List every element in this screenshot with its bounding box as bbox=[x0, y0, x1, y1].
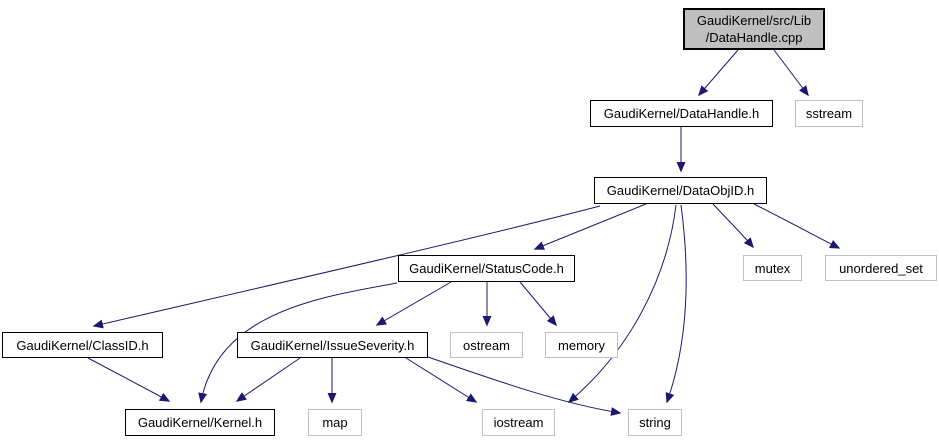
node-datahandle-cpp-line1: GaudiKernel/src/Lib bbox=[696, 13, 812, 28]
edge-issueseverity-iostream bbox=[405, 357, 478, 403]
edge-dataobjid-statuscode bbox=[533, 203, 647, 250]
node-map: map bbox=[308, 409, 362, 436]
edge-statuscode-kernel bbox=[198, 282, 398, 404]
node-iostream: iostream bbox=[482, 409, 555, 436]
edge-classid-kernel bbox=[87, 357, 171, 402]
node-gaudikernel-kernel-h[interactable]: GaudiKernel/Kernel.h bbox=[125, 409, 275, 436]
edge-cpp-sstream bbox=[773, 49, 809, 97]
edge-statuscode-memory bbox=[519, 281, 557, 327]
node-sstream: sstream bbox=[795, 100, 863, 127]
edge-issueseverity-kernel bbox=[235, 357, 301, 402]
edge-dataobjid-string bbox=[665, 204, 687, 404]
edge-dataobjid-unorderedset bbox=[753, 203, 841, 249]
node-mutex: mutex bbox=[743, 255, 802, 281]
node-datahandle-cpp-line2: /DataHandle.cpp bbox=[705, 30, 803, 45]
node-string: string bbox=[628, 409, 682, 436]
node-gaudikernel-statuscode-h[interactable]: GaudiKernel/StatusCode.h bbox=[398, 255, 575, 282]
node-ostream: ostream bbox=[450, 332, 523, 358]
edge-statuscode-issueseverity bbox=[375, 281, 452, 326]
node-memory: memory bbox=[545, 332, 618, 358]
edge-dataobjid-mutex bbox=[712, 203, 754, 249]
node-gaudikernel-datahandle-h[interactable]: GaudiKernel/DataHandle.h bbox=[590, 100, 773, 127]
node-datahandle-cpp: GaudiKernel/src/Lib /DataHandle.cpp bbox=[683, 8, 825, 50]
node-unordered-set: unordered_set bbox=[825, 255, 937, 281]
edge-cpp-datahandle bbox=[698, 49, 739, 97]
node-gaudikernel-dataobjid-h[interactable]: GaudiKernel/DataObjID.h bbox=[594, 177, 767, 204]
edge-issueseverity-string bbox=[427, 356, 622, 416]
edge-dataobjid-classid bbox=[92, 205, 601, 329]
edge-dataobjid-iostream bbox=[567, 204, 677, 403]
node-gaudikernel-classid-h[interactable]: GaudiKernel/ClassID.h bbox=[2, 332, 163, 358]
node-gaudikernel-issueseverity-h[interactable]: GaudiKernel/IssueSeverity.h bbox=[237, 332, 428, 358]
